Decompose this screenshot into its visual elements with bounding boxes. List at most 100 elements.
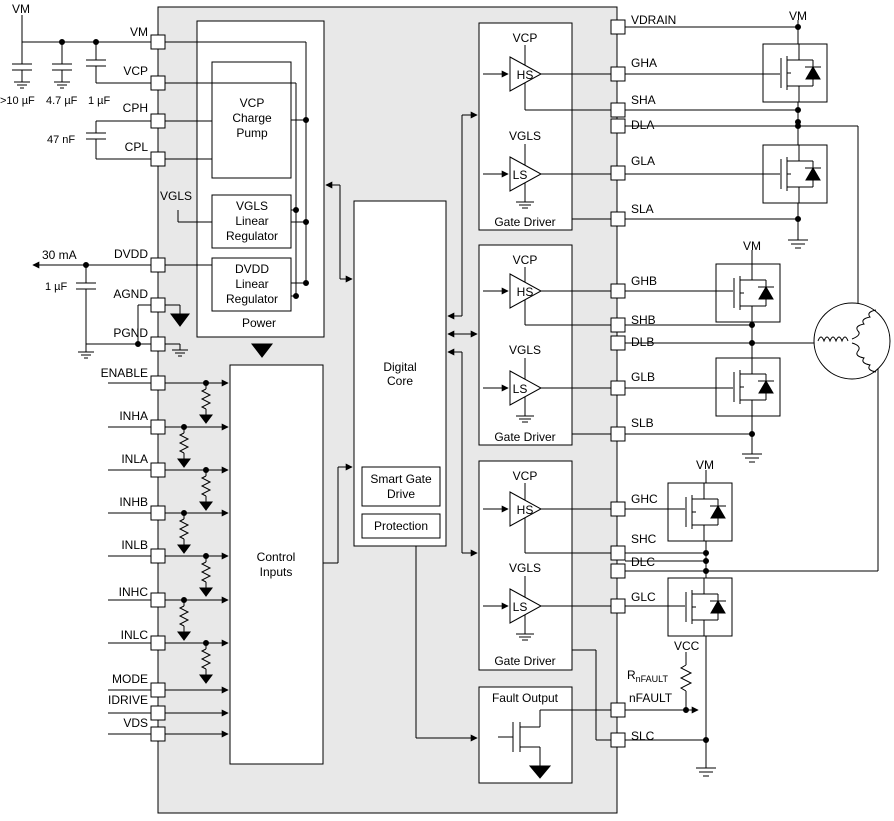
pin-inha-label: INHA <box>119 409 148 423</box>
gate-driver-title: Gate Driver <box>494 654 555 668</box>
text-layer: VM >10 µF 4.7 µF 1 µF 47 nF 1 µF 30 mA V… <box>0 2 807 743</box>
fault-mosfet <box>498 709 611 779</box>
vcc-label: VCC <box>674 639 700 653</box>
hs-driver <box>509 273 543 309</box>
dvdd-regulator-block <box>211 257 292 312</box>
charge-pump-line1: VCP <box>240 96 265 110</box>
ground-symbol <box>199 587 213 597</box>
driver-vcp-label: VCP <box>513 31 538 45</box>
pulldown-resistor <box>178 518 190 540</box>
pulldown-resistor <box>200 475 212 497</box>
vm-supply-label: VM <box>12 2 30 16</box>
pin-idrive-label: IDRIVE <box>108 693 148 707</box>
smart-gate-line2: Drive <box>387 487 415 501</box>
pin-ghb-label: GHB <box>631 274 657 288</box>
vm-label-c: VM <box>696 458 714 472</box>
motor <box>813 302 891 380</box>
driver-vgls-label: VGLS <box>509 129 541 143</box>
junction <box>703 568 709 574</box>
pin-ghc-label: GHC <box>631 492 658 506</box>
external-mosfet <box>667 482 733 542</box>
digital-line2: Core <box>387 374 413 388</box>
gate-driver-title: Gate Driver <box>494 215 555 229</box>
pin-agnd-label: AGND <box>113 287 148 301</box>
pin-dvdd-label: DVDD <box>114 247 148 261</box>
driver-internals <box>483 45 611 641</box>
ground-symbol <box>199 501 213 511</box>
driver-hs-label: HS <box>517 285 534 299</box>
pin-vcp-label: VCP <box>123 64 148 78</box>
body-diode <box>758 380 774 394</box>
pulldown-resistor <box>178 605 190 627</box>
ground-symbol <box>177 458 191 468</box>
power-block-title: Power <box>242 316 276 330</box>
charge-pump-line2: Charge <box>232 111 272 125</box>
pin-slc-label: SLC <box>631 729 655 743</box>
digital-line1: Digital <box>383 360 416 374</box>
driver-ls-label: LS <box>513 168 528 182</box>
smart-gate-line1: Smart Gate <box>370 472 432 486</box>
external-mosfet <box>715 263 781 323</box>
pin-inla-label: INLA <box>121 452 148 466</box>
pulldown-resistor <box>200 648 212 670</box>
input-lines <box>108 379 229 738</box>
control-inputs-block <box>229 364 324 765</box>
junction <box>749 431 755 437</box>
pulldown-resistor <box>200 388 212 410</box>
ground-symbol <box>177 544 191 554</box>
ls-driver <box>509 588 543 624</box>
pin-sha-label: SHA <box>631 93 656 107</box>
smart-gate-drive-block <box>361 466 441 507</box>
dvdd-reg-line2: Linear <box>235 277 268 291</box>
driver-vcp-label: VCP <box>513 253 538 267</box>
driver-vgls-label: VGLS <box>509 561 541 575</box>
vm-label-a: VM <box>789 9 807 23</box>
external-fets <box>625 43 879 637</box>
pin-nfault-label: nFAULT <box>629 691 673 705</box>
cap1-label: >10 µF <box>0 95 35 107</box>
gate-driver-title: Gate Driver <box>494 430 555 444</box>
pin-mode-label: MODE <box>112 672 148 686</box>
pulldown-resistor <box>200 561 212 583</box>
fault-output-title: Fault Output <box>492 691 559 705</box>
external-mosfet <box>667 577 733 637</box>
junction <box>795 216 801 222</box>
body-diode <box>710 505 726 519</box>
pin-gha-label: GHA <box>631 56 657 70</box>
pin-glb-label: GLB <box>631 370 655 384</box>
charge-pump-block <box>211 61 292 179</box>
pin-inhc-label: INHC <box>119 585 149 599</box>
pulldown-resistor <box>178 432 190 454</box>
dvdd-reg-line1: DVDD <box>235 262 269 276</box>
pump-cap-label: 47 nF <box>47 134 75 146</box>
pin-gla-label: GLA <box>631 154 655 168</box>
dvdd-cap-label: 1 µF <box>45 281 68 293</box>
pin-vm-label: VM <box>130 25 148 39</box>
driver-vcp-label: VCP <box>513 469 538 483</box>
digital-driver-bus <box>447 111 478 557</box>
charge-pump-line3: Pump <box>236 126 268 140</box>
r-nfault-label: RnFAULT <box>627 668 669 684</box>
vgls-pin-label: VGLS <box>160 189 192 203</box>
pin-inhb-label: INHB <box>119 495 148 509</box>
pin-cpl-label: CPL <box>125 140 149 154</box>
pin-inlb-label: INLB <box>121 538 148 552</box>
power-wiring <box>165 41 309 358</box>
cap2-label: 4.7 µF <box>46 95 78 107</box>
ls-driver <box>509 370 543 406</box>
hs-driver <box>509 491 543 527</box>
junction <box>795 119 801 125</box>
pin-pgnd-label: PGND <box>113 326 148 340</box>
dvdd-load-label: 30 mA <box>42 248 77 262</box>
pin-shb-label: SHB <box>631 313 656 327</box>
pin-vdrain-label: VDRAIN <box>631 13 676 27</box>
driver-hs-label: HS <box>517 503 534 517</box>
driver-ls-label: LS <box>513 600 528 614</box>
protection-label: Protection <box>374 519 428 533</box>
pin-vds-label: VDS <box>123 716 148 730</box>
pin-cph-label: CPH <box>123 101 148 115</box>
pin-dlb-label: DLB <box>631 335 654 349</box>
hs-driver <box>509 56 543 92</box>
